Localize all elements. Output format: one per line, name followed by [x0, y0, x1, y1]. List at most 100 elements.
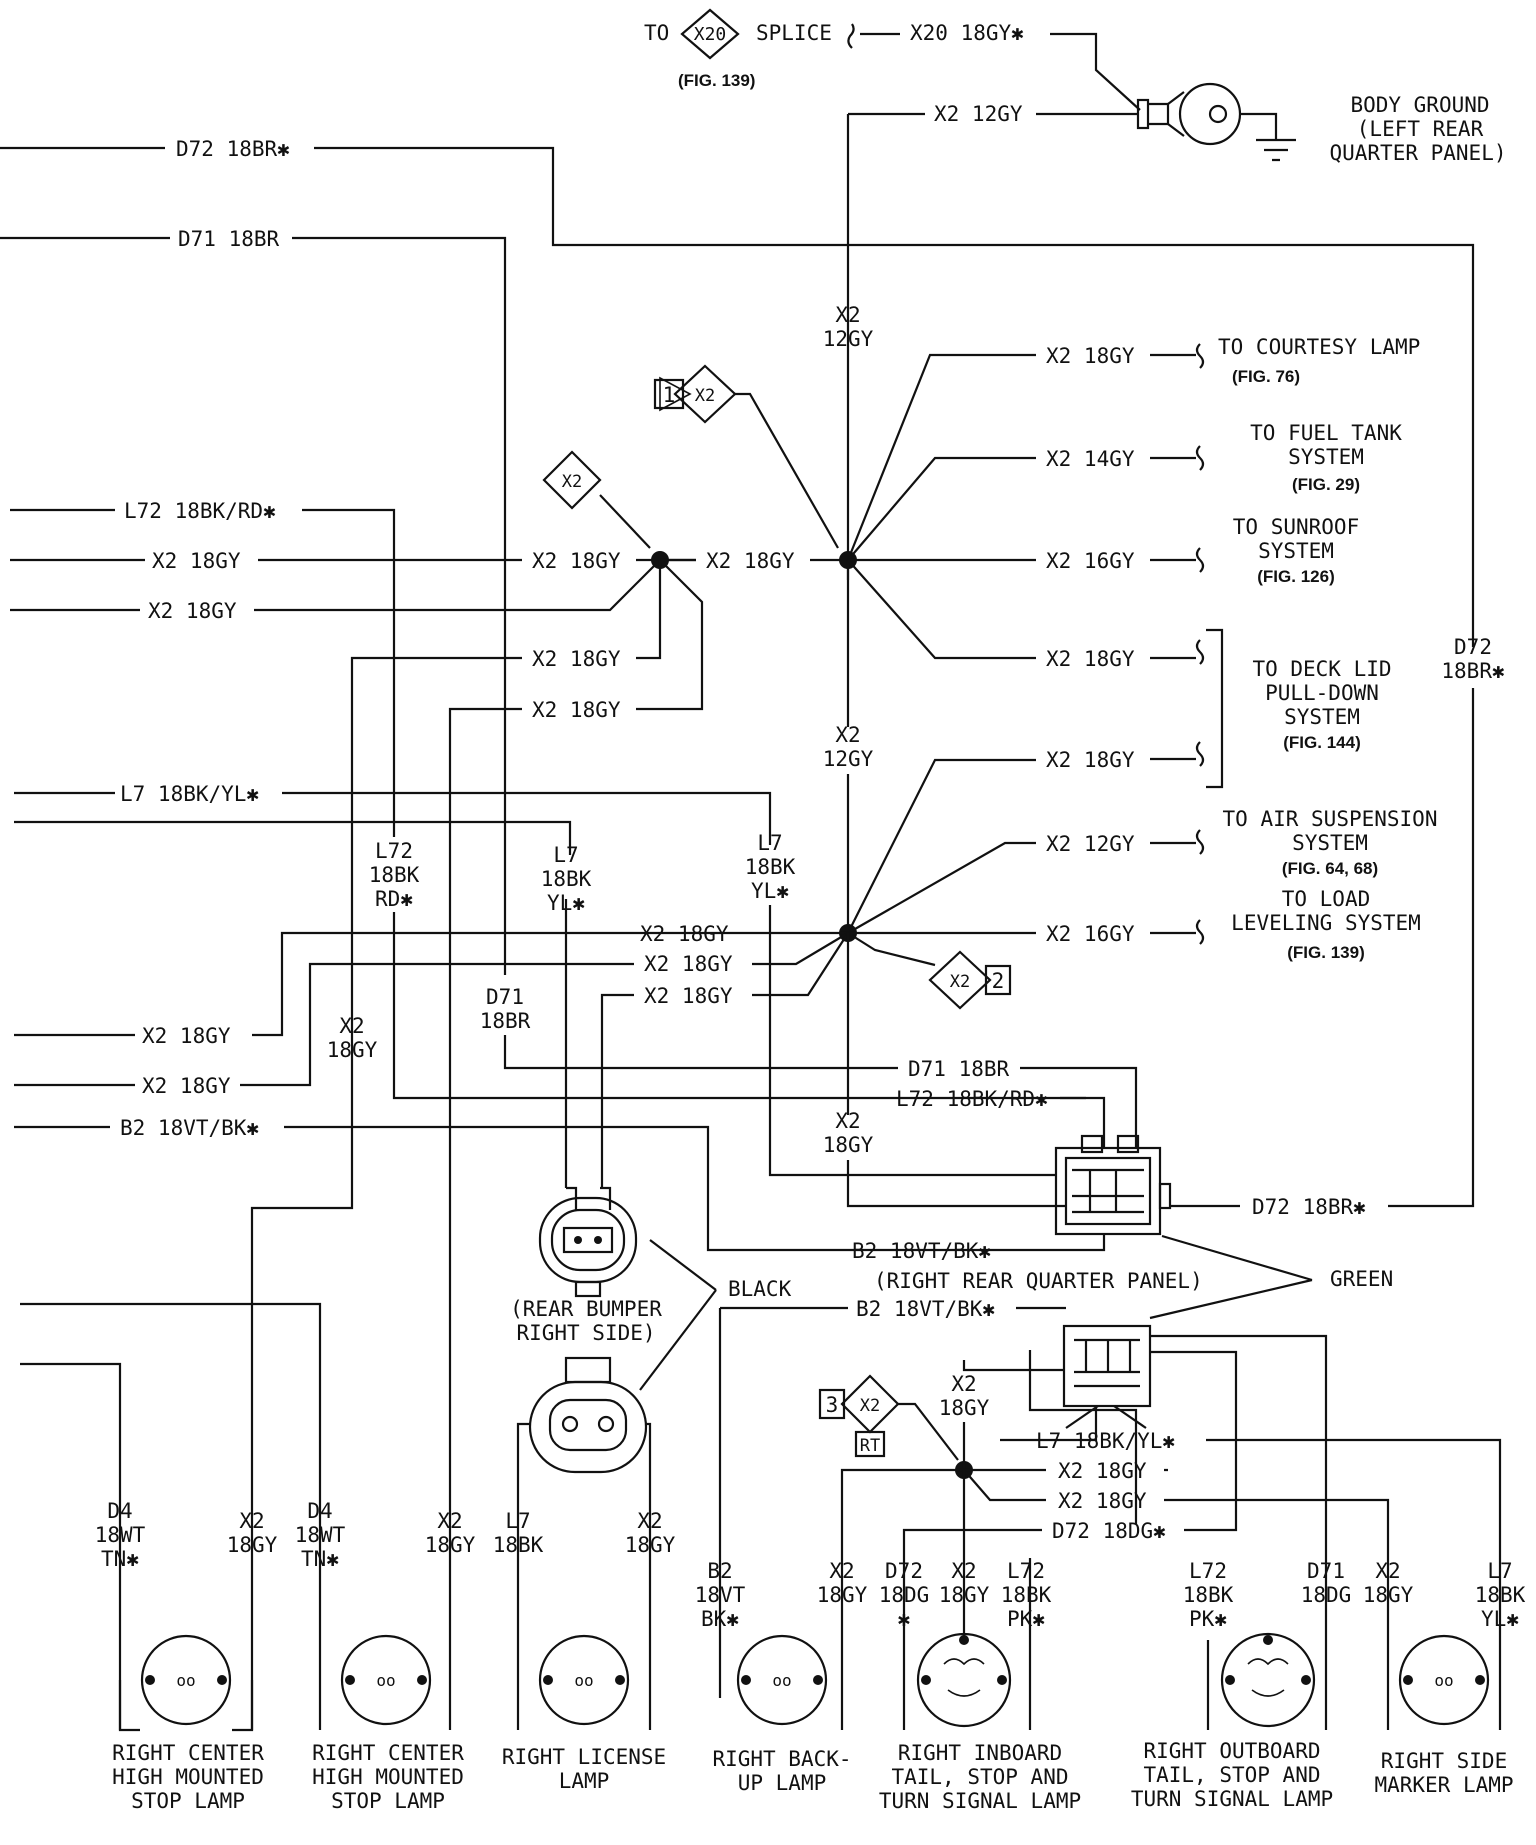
lamp-outboard — [1220, 1632, 1316, 1728]
n1-box-shape — [659, 376, 692, 412]
x2-12gy-mid-1: X2 — [835, 723, 860, 747]
lamp-names: RIGHT CENTER HIGH MOUNTED STOP LAMP RIGH… — [112, 1739, 1513, 1813]
lamp7-pin-2 — [1475, 1675, 1485, 1685]
b4-text-2: PULL-DOWN — [1265, 681, 1379, 705]
rt-x2a-label: X2 18GY — [1058, 1459, 1147, 1483]
ground-bolt — [1208, 104, 1228, 124]
x2-1-diamond — [673, 364, 737, 424]
lamp2-name-3: STOP LAMP — [331, 1789, 445, 1813]
d4a-wire — [20, 1362, 122, 1730]
x2d-2: 18GY — [817, 1583, 868, 1607]
to-label: TO — [644, 21, 669, 45]
x2a-1: X2 — [239, 1509, 264, 1533]
x2-a-label: X2 18GY — [152, 549, 241, 573]
lamp1-pin-1 — [145, 1675, 155, 1685]
branch-decklid-2 — [847, 758, 1036, 934]
lamp5-bulb — [916, 1632, 1012, 1728]
d4a-2: 18WT — [95, 1523, 146, 1547]
decklid-bracket — [1206, 628, 1224, 789]
lamp-hmsl-1: oo — [118, 1634, 254, 1732]
x2e-1: X2 — [951, 1559, 976, 1583]
l7-wire-route — [282, 791, 772, 845]
b5-break — [1150, 741, 1205, 767]
lamp4-name-1: RIGHT BACK- — [712, 1747, 851, 1771]
rrqp-tab-2 — [1116, 1134, 1140, 1154]
splice-label: SPLICE — [756, 21, 832, 45]
b7-break — [1150, 919, 1205, 945]
l72-wire-route — [302, 508, 396, 837]
b4-text-3: SYSTEM — [1284, 705, 1360, 729]
b7-text-1: TO LOAD — [1282, 887, 1371, 911]
lamp4-filament: oo — [772, 1671, 791, 1690]
branch-air — [847, 841, 1036, 934]
lamp6-name-1: RIGHT OUTBOARD — [1143, 1739, 1320, 1763]
rt-d72-wire-right — [1150, 1350, 1238, 1532]
d71-to-conn — [1020, 1066, 1138, 1148]
x2-lower-b: X2 18GY — [644, 952, 733, 976]
b3-fig: (FIG. 126) — [1257, 567, 1334, 586]
lamp3-filament: oo — [574, 1671, 593, 1690]
b4-fig: (FIG. 144) — [1283, 733, 1360, 752]
x2c-1: X2 — [637, 1509, 662, 1533]
b4-break — [1150, 639, 1205, 665]
main-splice-lower: X2 18GY X2 18GY X2 18GY X2 2 X2 18GY — [564, 758, 1066, 1208]
lamp6-pin-2 — [1301, 1675, 1311, 1685]
x2-small-diamond — [542, 450, 602, 510]
b2-wire: X2 14GY — [1046, 447, 1135, 471]
b6-text-2: SYSTEM — [1292, 831, 1368, 855]
b6-break — [1150, 829, 1205, 855]
lamp-wire-labels: D4 18WT TN✱ X2 18GY D4 18WT TN✱ X2 18GY … — [20, 1302, 1526, 1730]
l7-wire-b — [14, 820, 572, 855]
b4-text-1: TO DECK LID — [1252, 657, 1391, 681]
b6-wire: X2 12GY — [1046, 832, 1135, 856]
d72l-3: ✱ — [898, 1607, 911, 1631]
lamp6-filament — [1247, 1658, 1289, 1697]
d72-wire-route — [314, 146, 1475, 647]
d71-route-lower — [503, 1035, 898, 1070]
lamp3-bulb — [538, 1634, 630, 1726]
l72b-2: 18BK — [1183, 1583, 1234, 1607]
b2-text-2: SYSTEM — [1288, 445, 1364, 469]
b6-text-1: TO AIR SUSPENSION — [1223, 807, 1438, 831]
lamp5-name-1: RIGHT INBOARD — [898, 1741, 1062, 1765]
lamp-backup: oo — [736, 1634, 828, 1726]
bumper-socket-2 — [597, 1415, 615, 1433]
b3-text-1: TO SUNROOF — [1233, 515, 1359, 539]
lamp1-bulb — [140, 1634, 232, 1726]
lamp5-pin-top — [959, 1635, 969, 1645]
x2-18gy-to-conn — [846, 1160, 1066, 1208]
rt-d72-wire-left — [902, 1528, 1042, 1730]
green-pointer-1 — [1161, 1234, 1313, 1282]
d71-wire-route — [292, 236, 507, 975]
branch-decklid — [847, 559, 1036, 660]
b3-text-2: SYSTEM — [1258, 539, 1334, 563]
x2-down1-route — [250, 656, 522, 1730]
lamp5-pin-1 — [921, 1675, 931, 1685]
l72l-3: PK✱ — [1007, 1607, 1045, 1631]
rt-splice: 3 X2 RT X2 18GY L7 18BK/YL✱ X2 18GY X2 1… — [818, 1324, 1502, 1730]
l7b-route — [768, 905, 1056, 1177]
l7c-2: 18BK — [493, 1533, 544, 1557]
rrqp-tab-1 — [1080, 1134, 1104, 1154]
d4a-3: TN✱ — [101, 1547, 139, 1571]
l72-to-conn — [1060, 1096, 1106, 1148]
lamp3-name-2: LAMP — [559, 1769, 610, 1793]
b4-wire: X2 18GY — [1046, 647, 1135, 671]
x2-lower-a: X2 18GY — [640, 922, 729, 946]
x2-12gy-top-2: 12GY — [823, 327, 874, 351]
x2-e-route — [600, 993, 634, 1188]
x2-2-label: X2 — [950, 972, 970, 992]
lamp1-name-2: HIGH MOUNTED — [112, 1765, 264, 1789]
b2-wire-route — [284, 1125, 850, 1252]
branch-courtesy — [846, 353, 1036, 561]
b2l-1: B2 — [707, 1559, 732, 1583]
rt-d72-label: D72 18DG✱ — [1052, 1519, 1166, 1543]
lamp1-filament: oo — [176, 1671, 195, 1690]
x2-lower-c: X2 18GY — [644, 984, 733, 1008]
bumper-socket-1 — [561, 1415, 579, 1433]
x20-to-ground-wire — [1050, 32, 1141, 111]
b2-fig: (FIG. 29) — [1292, 475, 1360, 494]
lamp7-filament: oo — [1434, 1671, 1453, 1690]
x2c-2: 18GY — [625, 1533, 676, 1557]
x2-in-label: X2 18GY — [532, 549, 621, 573]
